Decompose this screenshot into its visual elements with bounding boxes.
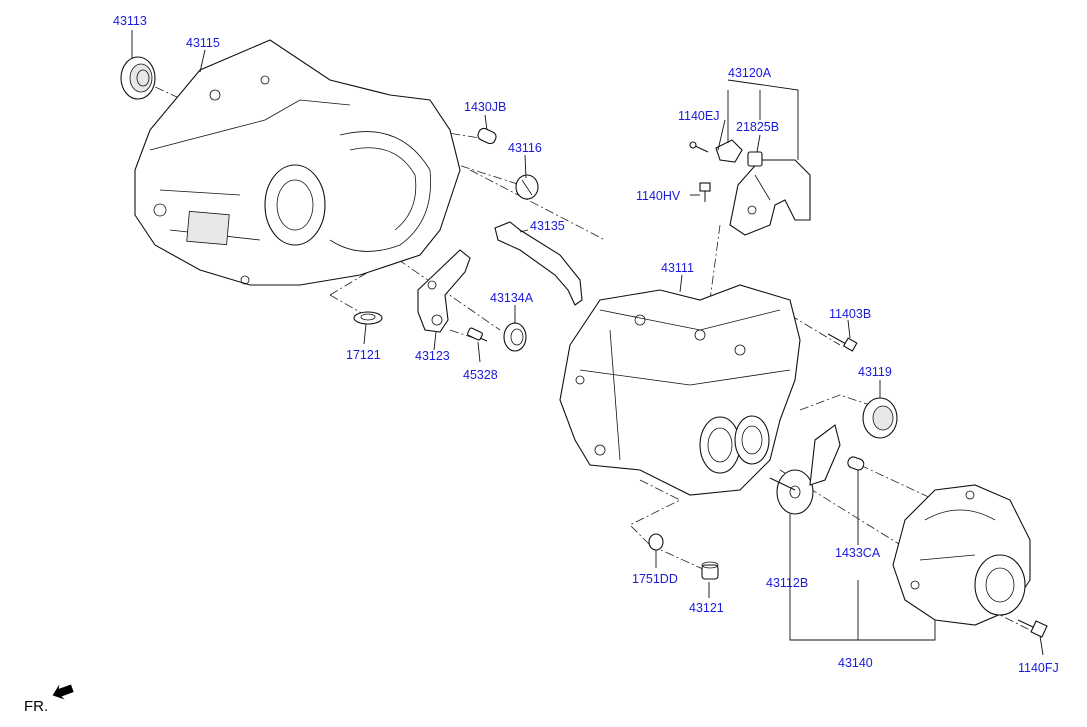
label-43123[interactable]: 43123 bbox=[415, 349, 450, 363]
leader-lines bbox=[131, 30, 1044, 656]
label-1140EJ[interactable]: 1140EJ bbox=[678, 109, 719, 123]
label-43116[interactable]: 43116 bbox=[508, 141, 542, 155]
label-1430JB[interactable]: 1430JB bbox=[464, 100, 506, 114]
transmission-case-43111[interactable] bbox=[559, 284, 801, 496]
front-direction-label: FR. bbox=[24, 698, 48, 715]
label-1140HV[interactable]: 1140HV bbox=[636, 189, 681, 203]
magnet-43112B[interactable] bbox=[769, 424, 841, 515]
direction-arrow-icon bbox=[52, 684, 74, 700]
plate-43123[interactable] bbox=[417, 249, 471, 333]
label-43111[interactable]: 43111 bbox=[661, 261, 694, 275]
dowel-pin-1433CA[interactable] bbox=[846, 456, 865, 472]
dowel-pin-1430JB[interactable] bbox=[476, 127, 497, 145]
bolt-1140FJ[interactable] bbox=[1017, 619, 1048, 638]
rear-cover-43140[interactable] bbox=[892, 484, 1031, 626]
label-43112B[interactable]: 43112B bbox=[766, 576, 808, 590]
label-17121[interactable]: 17121 bbox=[346, 348, 381, 362]
label-43115[interactable]: 43115 bbox=[186, 36, 220, 50]
label-43121[interactable]: 43121 bbox=[689, 601, 724, 615]
part-labels: 43113 43115 1430JB 43116 43120A 1140EJ 2… bbox=[113, 14, 1059, 675]
bolt-45328[interactable] bbox=[467, 327, 488, 342]
label-43135[interactable]: 43135 bbox=[530, 219, 565, 233]
bolt-1140HV[interactable] bbox=[699, 182, 711, 202]
bracket-assy-43120A[interactable] bbox=[729, 159, 811, 236]
washer-1751DD[interactable] bbox=[648, 533, 664, 551]
label-43134A[interactable]: 43134A bbox=[490, 291, 534, 305]
label-45328[interactable]: 45328 bbox=[463, 368, 498, 382]
label-21825B[interactable]: 21825B bbox=[736, 120, 779, 134]
clutch-housing-43115[interactable] bbox=[134, 39, 461, 286]
oil-seal-43113[interactable] bbox=[120, 56, 156, 100]
label-43119[interactable]: 43119 bbox=[858, 365, 892, 379]
mount-21825B[interactable] bbox=[715, 139, 763, 167]
label-1433CA[interactable]: 1433CA bbox=[835, 546, 881, 560]
washer-17121[interactable] bbox=[353, 311, 383, 325]
seal-43134A[interactable] bbox=[503, 322, 527, 352]
label-11403B[interactable]: 11403B bbox=[829, 307, 871, 321]
plug-43121[interactable] bbox=[701, 561, 719, 580]
label-43113[interactable]: 43113 bbox=[113, 14, 147, 28]
bolt-1140EJ[interactable] bbox=[689, 141, 709, 153]
bracket-43135[interactable] bbox=[494, 221, 583, 306]
label-43120A[interactable]: 43120A bbox=[728, 66, 772, 80]
front-direction-indicator: FR. bbox=[24, 684, 74, 715]
label-1140FJ[interactable]: 1140FJ bbox=[1018, 661, 1059, 675]
oil-seal-43119[interactable] bbox=[862, 397, 898, 439]
bolt-11403B[interactable] bbox=[827, 333, 858, 352]
plate-43116[interactable] bbox=[515, 174, 539, 200]
label-1751DD[interactable]: 1751DD bbox=[632, 572, 678, 586]
label-43140[interactable]: 43140 bbox=[838, 656, 873, 670]
